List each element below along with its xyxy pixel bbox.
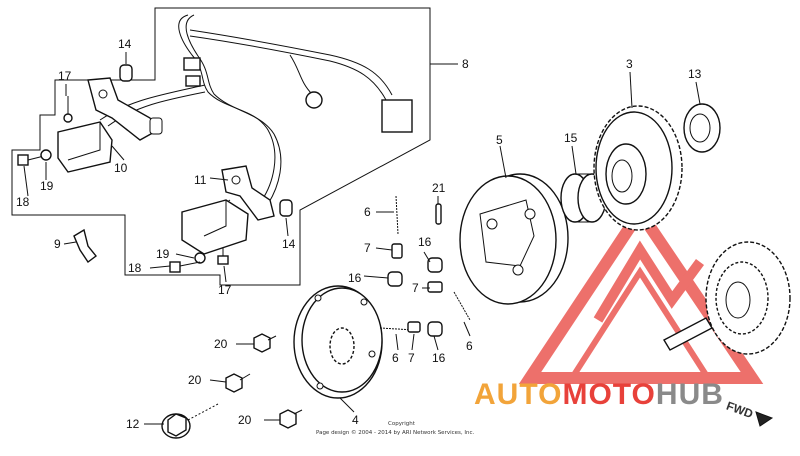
spring-6-upper (395, 195, 399, 235)
clip-9 (73, 228, 97, 264)
callout-11: 11 (194, 173, 207, 187)
callout-18-left: 18 (16, 195, 30, 209)
watermark-text: AUTOMOTOHUB (474, 378, 724, 411)
collar-14-upper (119, 64, 133, 82)
connector-upper (183, 57, 201, 71)
callout-5: 5 (496, 133, 503, 147)
plunger-7-lower (407, 321, 421, 333)
starter-driven-gear-3 (593, 105, 683, 231)
bolt-17-upper (63, 96, 73, 123)
clutch-plate-4 (293, 285, 383, 399)
bolt-18-lower (169, 261, 201, 273)
watermark-moto: MOTO (562, 378, 655, 411)
bolt-20-top (253, 333, 277, 353)
callout-8: 8 (462, 57, 469, 71)
flange-bolt-12 (161, 403, 219, 439)
callout-16-c: 16 (432, 351, 446, 365)
callout-21: 21 (432, 181, 446, 195)
callout-13: 13 (688, 67, 702, 81)
spring-6-right (453, 291, 471, 321)
roller-16-a (387, 271, 403, 287)
callout-15: 15 (564, 131, 578, 145)
copyright-line1: Copyright (388, 421, 416, 427)
callout-7-lower: 7 (408, 351, 415, 365)
callout-10: 10 (114, 161, 128, 175)
callout-20-top: 20 (214, 337, 228, 351)
roller-16-c (427, 321, 443, 337)
callout-16-a: 16 (418, 235, 432, 249)
fwd-arrow-icon (755, 411, 774, 427)
pin-21 (435, 203, 442, 225)
callout-6-upper: 6 (364, 205, 371, 219)
callout-19-left: 19 (40, 179, 54, 193)
sensor-plug (305, 91, 323, 109)
coupler-right (381, 99, 413, 133)
ignition-module-10 (57, 77, 163, 173)
callout-9: 9 (54, 237, 61, 251)
pulse-module-11 (181, 165, 275, 255)
callout-17-lower: 17 (218, 283, 232, 297)
washer-19-left (40, 149, 52, 161)
bolt-20-low (279, 409, 303, 429)
callout-20-mid: 20 (188, 373, 202, 387)
reduction-shaft (663, 317, 713, 351)
connector-lower (185, 75, 201, 87)
roller-16-b (427, 257, 443, 273)
leader-lines (23, 52, 701, 425)
bolt-17-lower (217, 248, 229, 265)
callout-17-upper: 17 (58, 69, 72, 83)
plunger-7-upper (391, 243, 403, 259)
watermark-auto: AUTO (474, 378, 562, 411)
callout-14-lower: 14 (282, 237, 296, 251)
callout-14-upper: 14 (118, 37, 132, 51)
callout-12: 12 (126, 417, 140, 431)
callout-18-lower: 18 (128, 261, 142, 275)
reduction-gear (705, 241, 791, 355)
plunger-7-mid (427, 281, 443, 293)
bolt-18-left (17, 154, 45, 166)
fwd-arrow: FWD (724, 399, 774, 427)
harness-group-outline (11, 7, 431, 286)
callout-7-mid: 7 (412, 281, 419, 295)
callout-4: 4 (352, 413, 359, 427)
callout-6-lower: 6 (392, 351, 399, 365)
callout-3: 3 (626, 57, 633, 71)
bolt-20-mid (225, 373, 251, 393)
watermark-hub: HUB (656, 378, 724, 411)
callout-7-upper: 7 (364, 241, 371, 255)
starter-clutch-5 (459, 173, 569, 305)
washer-19-lower (194, 252, 206, 264)
washer-13 (683, 103, 721, 153)
callout-19-lower: 19 (156, 247, 170, 261)
fwd-label: FWD (724, 399, 755, 422)
callout-20-low: 20 (238, 413, 252, 427)
copyright-line2: Page design © 2004 - 2014 by ARI Network… (316, 429, 475, 436)
callout-16-b: 16 (348, 271, 362, 285)
callout-6-right: 6 (466, 339, 473, 353)
watermark-logo (518, 201, 764, 384)
collar-14-lower (279, 199, 293, 217)
